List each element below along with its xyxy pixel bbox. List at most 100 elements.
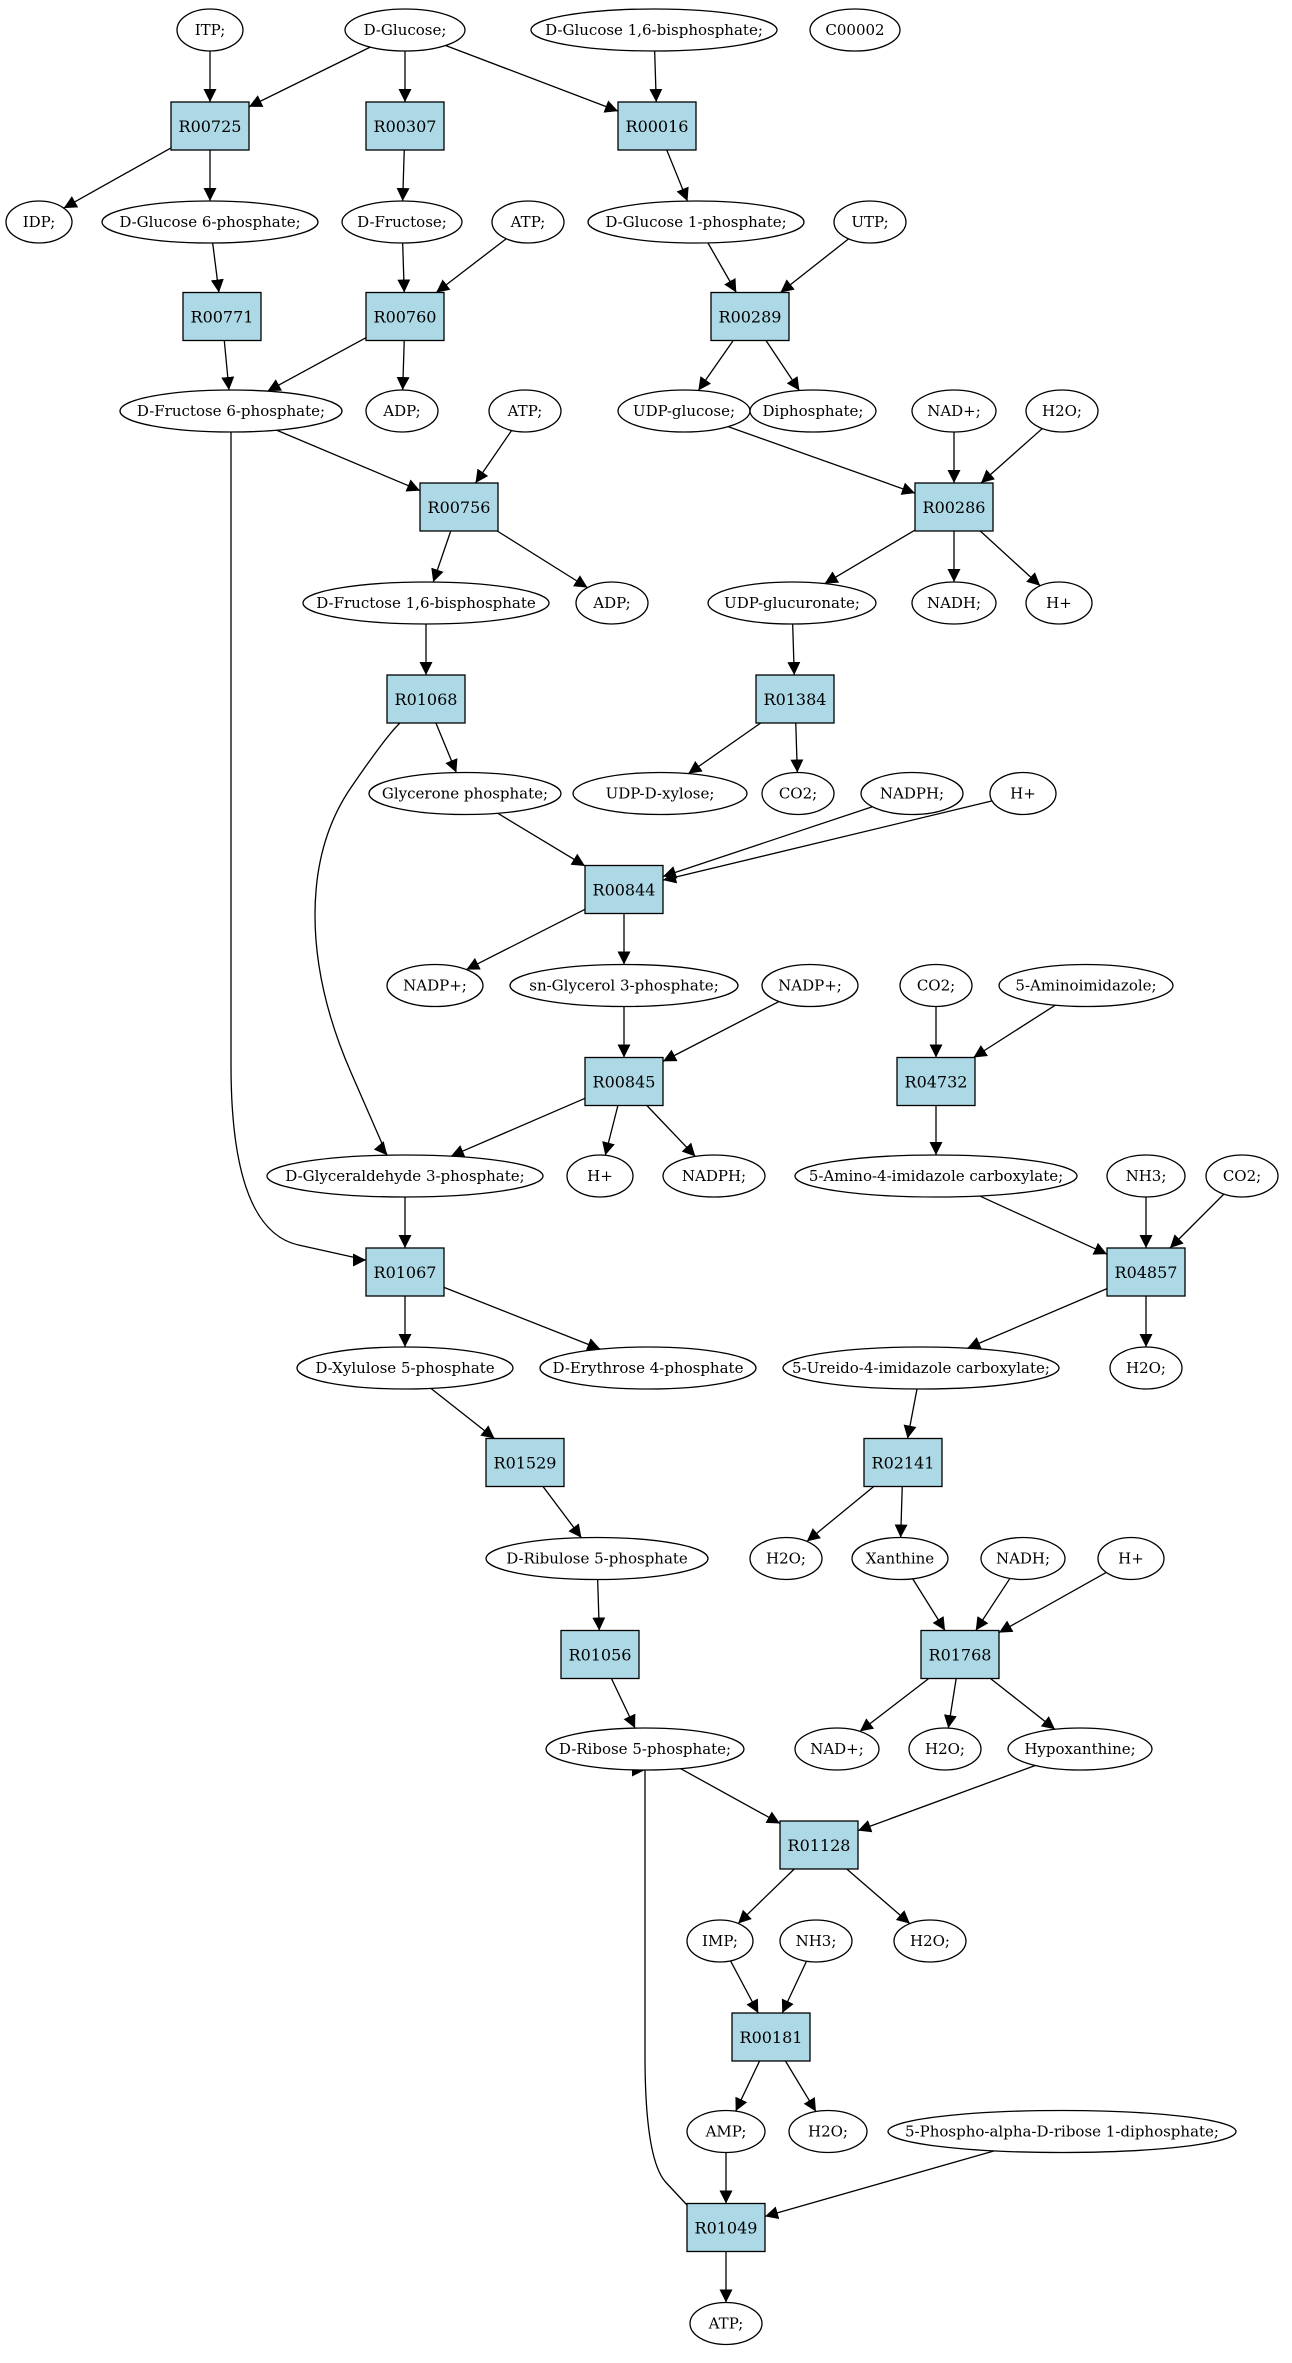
metabolite-ellipse bbox=[572, 771, 748, 816]
reaction-box bbox=[365, 101, 445, 151]
edge-f6p-to-R01067 bbox=[230, 432, 367, 1264]
reaction-label: R04732 bbox=[905, 1073, 968, 1092]
metabolite-ellipse bbox=[266, 1154, 544, 1198]
edge-R00286-to-h1 bbox=[979, 530, 1041, 587]
reaction-box bbox=[755, 674, 835, 724]
edge-utp-to-R00289 bbox=[780, 238, 849, 294]
edge-glycerone-to-R00844 bbox=[497, 812, 586, 867]
edge-dglucose-to-R00016 bbox=[445, 44, 619, 113]
edge-R01049-to-r5p bbox=[638, 1770, 688, 2206]
reaction-r00844: R00844 bbox=[584, 864, 664, 915]
reaction-r01768: R01768 bbox=[920, 1629, 1000, 1680]
reaction-label: R00760 bbox=[374, 308, 437, 327]
edge-R02141-to-h2o3 bbox=[806, 1485, 875, 1542]
metabolite-ellipse bbox=[707, 581, 877, 625]
edge-R01384-to-co2a bbox=[790, 722, 804, 773]
metabolite-label: H2O; bbox=[1042, 402, 1082, 420]
metabolite-h2: H+ bbox=[989, 771, 1057, 816]
edge-nadph1-to-R00844 bbox=[662, 806, 873, 879]
edge-h4-to-R01768 bbox=[998, 1571, 1107, 1634]
edge-udpglucose-to-R00286 bbox=[727, 426, 916, 495]
metabolite-label: D-Fructose; bbox=[357, 213, 447, 231]
reaction-box bbox=[182, 291, 262, 342]
metabolite-ellipse bbox=[893, 1919, 967, 1963]
metabolite-ellipse bbox=[119, 389, 343, 433]
metabolite-label: NH3; bbox=[1126, 1167, 1167, 1185]
metabolite-label: NAD+; bbox=[810, 1740, 864, 1758]
metabolite-ellipse bbox=[749, 389, 877, 433]
edge-prpp-to-R01049 bbox=[764, 2150, 995, 2220]
metabolite-h2o4: H2O; bbox=[908, 1727, 982, 1771]
metabolite-ellipse bbox=[899, 963, 973, 1008]
metabolite-amp: AMP; bbox=[686, 2109, 766, 2154]
reaction-r04857: R04857 bbox=[1106, 1247, 1186, 1297]
metabolite-label: ATP; bbox=[507, 402, 543, 420]
metabolite-adp2: ADP; bbox=[575, 581, 649, 625]
metabolite-label: ITP; bbox=[195, 21, 226, 39]
reaction-r01049: R01049 bbox=[686, 2202, 766, 2253]
metabolite-g6p: D-Glucose 6-phosphate; bbox=[101, 200, 319, 244]
metabolite-aminoimid: 5-Aminoimidazole; bbox=[998, 963, 1174, 1008]
metabolite-nadpplus1: NADP+; bbox=[386, 963, 484, 1008]
edge-R01768-to-hypox bbox=[990, 1677, 1056, 1730]
reaction-box bbox=[731, 2012, 811, 2062]
metabolite-label: UDP-D-xylose; bbox=[606, 785, 715, 803]
reaction-box bbox=[710, 291, 790, 342]
edge-R00845-to-h3 bbox=[602, 1105, 619, 1156]
metabolite-imp: IMP; bbox=[686, 1919, 754, 1963]
metabolite-ellipse bbox=[662, 1154, 766, 1198]
metabolite-label: H+ bbox=[1118, 1550, 1144, 1568]
metabolite-gap: D-Glyceraldehyde 3-phosphate; bbox=[266, 1154, 544, 1198]
metabolite-ellipse bbox=[1025, 581, 1093, 625]
reaction-box bbox=[365, 1247, 445, 1297]
metabolite-ellipse bbox=[1106, 1154, 1186, 1198]
edge-f6p-to-R00756 bbox=[276, 429, 421, 492]
metabolite-label: NADPH; bbox=[682, 1167, 746, 1185]
reaction-box bbox=[1106, 1247, 1186, 1297]
metabolite-ellipse bbox=[365, 389, 439, 433]
metabolite-xanthine: Xanthine bbox=[851, 1536, 949, 1581]
metabolite-uicarb: 5-Ureido-4-imidazole carboxylate; bbox=[782, 1346, 1060, 1390]
reaction-box bbox=[365, 291, 445, 342]
metabolite-ellipse bbox=[689, 2301, 763, 2346]
metabolite-ellipse bbox=[101, 200, 319, 244]
edge-R00016-to-g1p bbox=[666, 149, 689, 202]
metabolite-ellipse bbox=[998, 963, 1174, 1008]
metabolite-glc16bp: D-Glucose 1,6-bisphosphate; bbox=[530, 8, 778, 52]
edge-x5p-to-R01529 bbox=[430, 1387, 495, 1440]
metabolite-label: D-Fructose 1,6-bisphosphate bbox=[316, 594, 536, 612]
metabolite-label: ATP; bbox=[510, 213, 546, 231]
metabolite-label: ATP; bbox=[708, 2315, 744, 2333]
metabolite-label: ADP; bbox=[592, 594, 630, 612]
reaction-box bbox=[914, 482, 994, 532]
reaction-box bbox=[896, 1056, 976, 1107]
reaction-r00286: R00286 bbox=[914, 482, 994, 532]
reaction-r00845: R00845 bbox=[584, 1056, 664, 1107]
edge-nadh2-to-R01768 bbox=[975, 1578, 1011, 1631]
metabolite-ellipse bbox=[908, 1727, 982, 1771]
edge-R01768-to-h2o4 bbox=[943, 1678, 957, 1729]
reaction-label: R00307 bbox=[374, 117, 437, 136]
metabolite-label: AMP; bbox=[705, 2123, 747, 2141]
metabolite-label: H2O; bbox=[925, 1740, 965, 1758]
metabolite-ellipse bbox=[809, 8, 901, 52]
edge-glc16bp-to-R00016 bbox=[649, 50, 663, 103]
metabolite-diphosphate: Diphosphate; bbox=[749, 389, 877, 433]
metabolite-co2a: CO2; bbox=[761, 771, 835, 816]
edge-R00286-to-udpglucuronate bbox=[824, 529, 916, 585]
metabolite-label: H+ bbox=[1010, 785, 1036, 803]
metabolite-label: UDP-glucose; bbox=[633, 402, 735, 420]
reaction-box bbox=[863, 1437, 943, 1488]
metabolite-label: 5-Phospho-alpha-D-ribose 1-diphosphate; bbox=[905, 2123, 1219, 2141]
metabolite-label: D-Glucose 6-phosphate; bbox=[119, 213, 300, 231]
metabolite-aicarb: 5-Amino-4-imidazole carboxylate; bbox=[794, 1154, 1078, 1198]
reaction-label: R01049 bbox=[695, 2219, 758, 2238]
metabolite-ellipse bbox=[779, 1919, 853, 1963]
metabolite-co2b: CO2; bbox=[899, 963, 973, 1008]
metabolite-label: 5-Ureido-4-imidazole carboxylate; bbox=[792, 1359, 1050, 1377]
metabolite-ellipse bbox=[530, 8, 778, 52]
reaction-box bbox=[920, 1629, 1000, 1680]
metabolite-label: D-Glucose 1-phosphate; bbox=[605, 213, 786, 231]
reaction-r00307: R00307 bbox=[365, 101, 445, 151]
edge-atp2-to-R00756 bbox=[474, 430, 513, 484]
